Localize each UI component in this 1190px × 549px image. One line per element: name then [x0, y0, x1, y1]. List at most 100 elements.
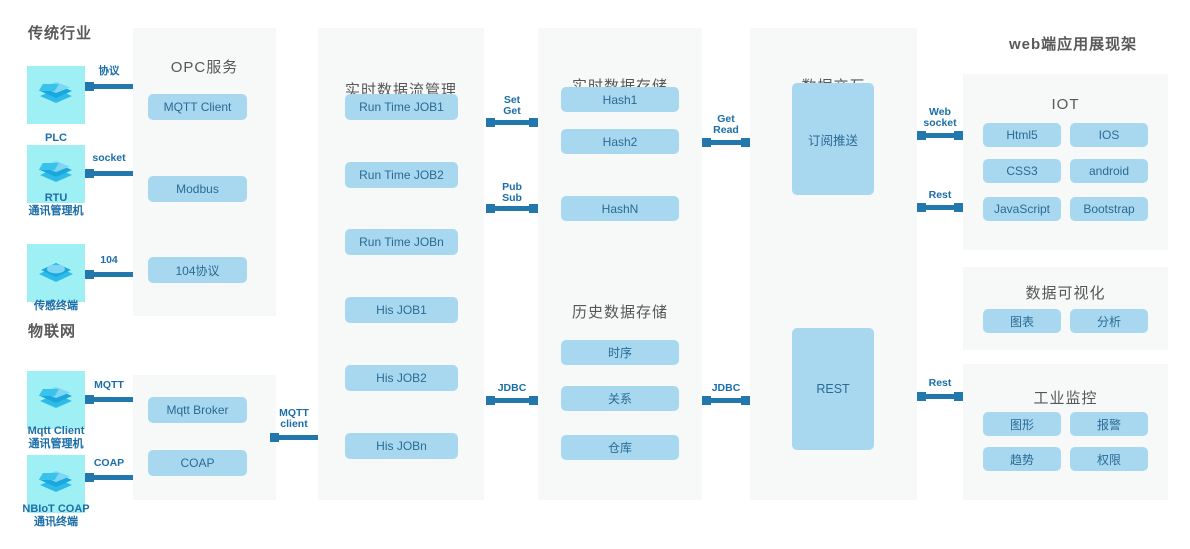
- connector-stream-to-realtime-setget: [486, 118, 538, 127]
- connector-realtime-to-exchange: [702, 138, 750, 147]
- device-label-sensor-main: 传感终端: [34, 300, 78, 312]
- connector-plc-to-opc: [85, 82, 133, 91]
- box-ios[interactable]: IOS: [1070, 123, 1148, 147]
- connector-broker-to-stream: [270, 433, 318, 442]
- device-label-nbiot-coap: NBIoT COAP 通讯终端: [2, 503, 110, 529]
- panel-iot-gateway: [133, 375, 276, 500]
- section-heading-web-presentation: web端应用展现架: [1009, 36, 1138, 53]
- panel-visualization: 数据可视化: [963, 267, 1168, 350]
- box-rest[interactable]: REST: [792, 328, 874, 450]
- connector-history-to-exchange: [702, 396, 750, 405]
- box-run-time-job1[interactable]: Run Time JOB1: [345, 94, 458, 120]
- device-icon-sensor: [27, 244, 85, 302]
- connector-label-monitor-rest: Rest: [928, 377, 952, 389]
- connector-mqtt-to-broker: [85, 395, 133, 404]
- box-mqtt-broker[interactable]: Mqtt Broker: [148, 397, 247, 423]
- device-label-rtu-sub: 通讯管理机: [28, 205, 84, 217]
- box-104-protocol[interactable]: 104协议: [148, 257, 247, 283]
- connector-label-sensor-to-opc: 104: [100, 254, 118, 266]
- box-hashn[interactable]: HashN: [561, 196, 679, 221]
- device-label-nbiot-coap-sub: 通讯终端: [34, 516, 78, 528]
- box-hash1[interactable]: Hash1: [561, 87, 679, 112]
- connector-label-line1: Get: [717, 113, 735, 125]
- box-chart[interactable]: 图表: [983, 309, 1061, 333]
- box-bootstrap[interactable]: Bootstrap: [1070, 197, 1148, 221]
- stacked-diamond-icon: [36, 75, 76, 115]
- box-run-time-jobn[interactable]: Run Time JOBn: [345, 229, 458, 255]
- panel-title-history-storage: 历史数据存储: [571, 304, 668, 321]
- connector-label-broker-to-stream: MQTT client: [268, 408, 320, 430]
- connector-label-getread: Get Read: [700, 114, 752, 136]
- connector-label-rtu-to-opc: socket: [92, 152, 126, 164]
- connector-exchange-to-iot-rest: [917, 203, 963, 212]
- device-icon-nbiot-coap: [27, 455, 85, 513]
- connector-label-line2: client: [280, 418, 308, 430]
- connector-label-line1: Set: [503, 94, 521, 106]
- connector-stream-to-realtime-pubsub: [486, 204, 538, 213]
- box-time-series[interactable]: 时序: [561, 340, 679, 365]
- box-android[interactable]: android: [1070, 159, 1148, 183]
- box-html5[interactable]: Html5: [983, 123, 1061, 147]
- device-label-mqtt-client: Mqtt Client 通讯管理机: [2, 425, 110, 451]
- stacked-diamond-icon: [36, 380, 76, 420]
- device-label-plc-main: PLC: [45, 132, 67, 144]
- panel-title-opc-service: OPC服务: [170, 59, 239, 76]
- stacked-diamond-icon: [36, 253, 76, 293]
- box-hash2[interactable]: Hash2: [561, 129, 679, 154]
- connector-label-stream-jdbc: JDBC: [497, 382, 527, 394]
- box-subscribe-push[interactable]: 订阅推送: [792, 83, 874, 195]
- box-run-time-job2[interactable]: Run Time JOB2: [345, 162, 458, 188]
- device-label-rtu-main: RTU: [44, 192, 68, 204]
- stacked-diamond-icon: [36, 154, 76, 194]
- stacked-diamond-icon: [36, 464, 76, 504]
- connector-exchange-to-monitor-rest: [917, 392, 963, 401]
- connector-label-mqtt-to-broker: MQTT: [94, 379, 124, 391]
- panel-title-iot-apps: IOT: [1051, 96, 1080, 113]
- device-icon-plc: [27, 66, 85, 124]
- device-icon-mqtt-client: [27, 371, 85, 429]
- connector-stream-to-history-jdbc: [486, 396, 538, 405]
- connector-label-setget: Set Get: [486, 95, 538, 117]
- box-modbus[interactable]: Modbus: [148, 176, 247, 202]
- box-his-job2[interactable]: His JOB2: [345, 365, 458, 391]
- box-trend[interactable]: 趋势: [983, 447, 1061, 471]
- connector-label-line1: Web: [929, 106, 951, 118]
- connector-label-pubsub: Pub Sub: [486, 182, 538, 204]
- panel-title-visualization: 数据可视化: [1025, 285, 1106, 302]
- section-heading-iot: 物联网: [28, 323, 77, 340]
- box-graphics[interactable]: 图形: [983, 412, 1061, 436]
- connector-label-coap-to-broker: COAP: [93, 457, 125, 469]
- connector-label-history-jdbc: JDBC: [711, 382, 741, 394]
- box-relational[interactable]: 关系: [561, 386, 679, 411]
- device-label-plc: PLC: [7, 132, 105, 145]
- connector-label-line2: Get: [503, 105, 521, 117]
- device-label-sensor: 传感终端: [7, 300, 105, 313]
- connector-rtu-to-opc: [85, 169, 133, 178]
- box-his-jobn[interactable]: His JOBn: [345, 433, 458, 459]
- box-javascript[interactable]: JavaScript: [983, 197, 1061, 221]
- box-permission[interactable]: 权限: [1070, 447, 1148, 471]
- connector-label-line2: socket: [923, 117, 957, 129]
- device-label-mqtt-client-main: Mqtt Client: [27, 425, 85, 437]
- box-alarm[interactable]: 报警: [1070, 412, 1148, 436]
- panel-history-storage: 历史数据存储: [538, 268, 702, 500]
- connector-coap-to-broker: [85, 473, 133, 482]
- box-mqtt-client[interactable]: MQTT Client: [148, 94, 247, 120]
- box-his-job1[interactable]: His JOB1: [345, 297, 458, 323]
- box-css3[interactable]: CSS3: [983, 159, 1061, 183]
- panel-title-industrial-monitor: 工业监控: [1033, 390, 1098, 407]
- box-warehouse[interactable]: 仓库: [561, 435, 679, 460]
- connector-label-line2: Read: [713, 124, 739, 136]
- box-analysis[interactable]: 分析: [1070, 309, 1148, 333]
- connector-label-websocket: Web socket: [914, 107, 966, 129]
- connector-label-line1: MQTT: [279, 407, 309, 419]
- device-label-nbiot-coap-main: NBIoT COAP: [22, 503, 90, 515]
- box-coap[interactable]: COAP: [148, 450, 247, 476]
- connector-sensor-to-opc: [85, 270, 133, 279]
- device-label-rtu: RTU 通讯管理机: [7, 192, 105, 218]
- connector-exchange-to-iot-websocket: [917, 131, 963, 140]
- device-icon-rtu: [27, 145, 85, 203]
- device-label-mqtt-client-sub: 通讯管理机: [28, 438, 84, 450]
- connector-label-line1: Pub: [502, 181, 522, 193]
